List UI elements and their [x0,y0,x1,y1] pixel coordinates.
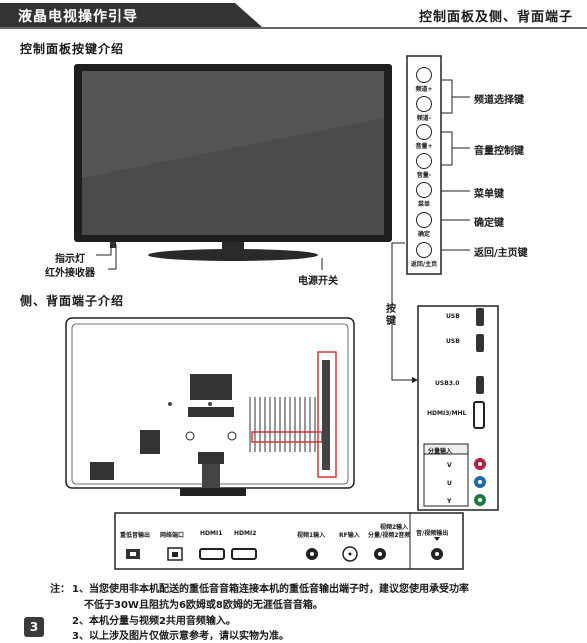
channel-down-button[interactable] [416,96,432,112]
subwoofer-out-label: 重低音输出 [120,532,151,539]
channel-down-label: 频道- [416,115,432,122]
page-number: 3 [24,617,44,637]
video2-input-label: 视频2输入 [380,524,409,531]
channel-up-button[interactable] [416,67,432,83]
volume-control-callout: 音量控制键 [474,146,524,157]
header-bar [0,3,587,29]
menu-key-callout: 菜单键 [474,189,504,200]
ok-label: 确定 [417,231,430,238]
usb3-label: USB3.0 [435,380,460,387]
channel-select-callout: 频道选择键 [474,95,524,106]
tv-front-illustration [74,64,392,261]
button-strip-label-2: 键 [386,316,396,327]
menu-button[interactable] [416,182,432,198]
menu-label: 菜单 [417,201,430,208]
hdmi2-label: HDMI2 [234,530,257,537]
power-switch-label: 电源开关 [298,276,338,287]
ir-receiver-label: 红外接收器 [45,268,95,279]
bottom-port-panel [114,512,464,570]
usb2-label: USB [446,338,460,345]
ok-button[interactable] [416,212,432,228]
note-3: 3、以上涉及图片仅做示意参考，请以实物为准。 [72,631,289,642]
back-home-label: 返回/主页 [410,261,438,268]
usb1-label: USB [446,313,460,320]
control-buttons: 频道+ 频道- 音量+ 音量- 菜单 确定 返回/主页 [405,55,443,273]
volume-up-button[interactable] [416,124,432,140]
component-y-label: Y [447,498,452,505]
note-1b: 不低于30W且阻抗为6欧姆或8欧姆的无涯低音音箱。 [84,600,323,611]
header-title: 液晶电视操作引导 [18,9,138,25]
volume-down-button[interactable] [416,153,432,169]
volume-down-label: 音量- [416,172,432,179]
back-home-button[interactable] [416,242,432,258]
component-u-label: U [447,480,452,487]
volume-up-label: 音量+ [415,143,433,150]
header-right-title: 控制面板及侧、背面端子 [418,10,573,25]
component-v-label: V [447,462,452,469]
ok-key-callout: 确定键 [474,218,504,229]
button-strip-label-1: 按 [386,304,396,315]
video1-input-label: 视频1输入 [297,532,326,539]
rf-input-label: RF输入 [339,532,360,539]
back-home-key-callout: 返回/主页键 [474,248,528,259]
hdmi3-label: HDMI3/MHL [427,410,467,417]
note-2: 2、本机分量与视频2共用音频输入。 [72,616,236,627]
av-output-label: 音/视频输出 [416,530,449,537]
indicator-light-label: 指示灯 [55,254,85,265]
section-title-ports: 侧、背面端子介绍 [20,294,125,308]
notes-prefix: 注： [50,584,70,595]
channel-up-label: 频道+ [415,86,433,93]
component-video2-audio-label: 分量/视频2音频 [368,532,411,539]
hdmi1-label: HDMI1 [200,530,223,537]
section-title-panel: 控制面板按键介绍 [20,42,125,56]
note-1a: 1、当您使用非本机配送的重低音音箱连接本机的重低音输出端子时，建议您使用承受功率 [72,584,469,595]
network-port-label: 网络端口 [160,532,185,539]
tv-back-illustration [65,317,355,496]
side-port-panel [417,305,499,511]
component-input-title: 分量输入 [428,448,453,455]
